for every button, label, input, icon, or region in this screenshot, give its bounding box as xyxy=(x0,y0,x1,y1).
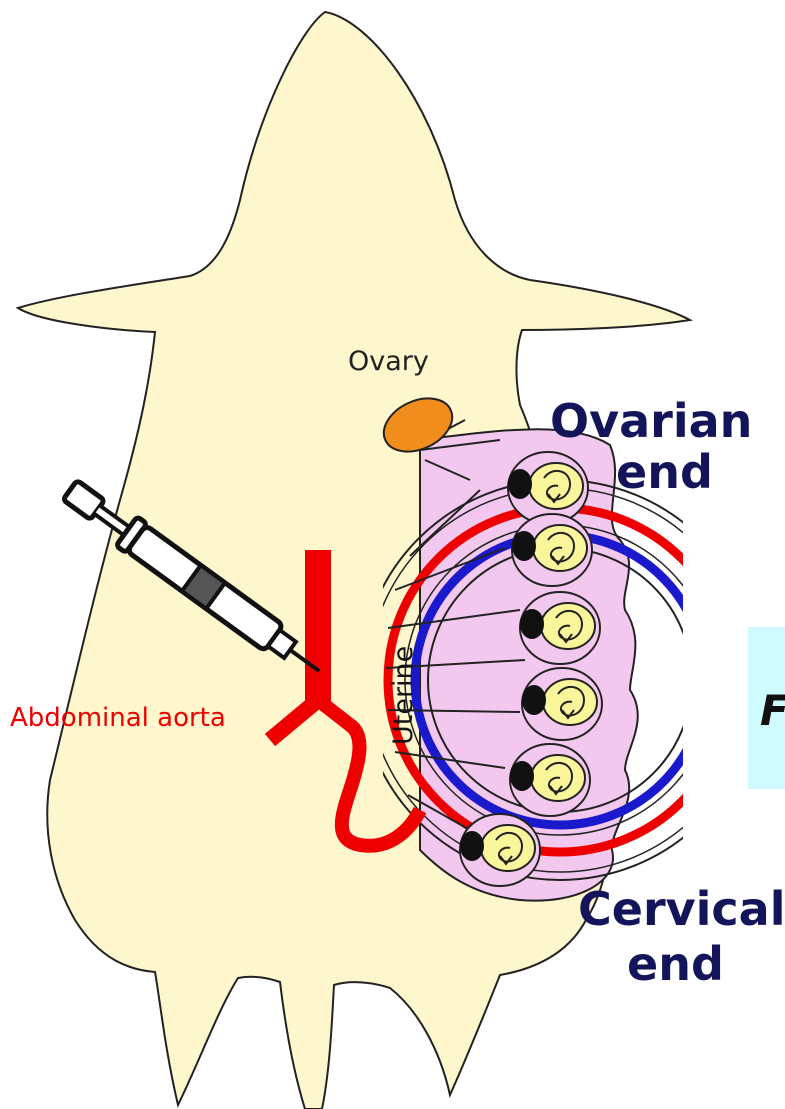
embryo-icon-6 xyxy=(460,814,540,886)
embryo-icon-4 xyxy=(522,668,602,740)
cervical-end-label-line2: end xyxy=(627,937,724,991)
uterine-label: Uterine xyxy=(388,646,419,745)
embryo-icon-3 xyxy=(520,592,600,664)
cropped-letter: F xyxy=(760,686,785,735)
embryo-icon-2 xyxy=(512,514,592,586)
ovarian-end-label-line1: Ovarian xyxy=(550,394,752,448)
embryo-icon-5 xyxy=(510,744,590,816)
abdominal-aorta-label: Abdominal aorta xyxy=(10,703,226,733)
ovarian-end-label-line2: end xyxy=(616,445,713,499)
ovary-label: Ovary xyxy=(348,346,429,377)
cervical-end-label-line1: Cervical xyxy=(578,882,785,936)
